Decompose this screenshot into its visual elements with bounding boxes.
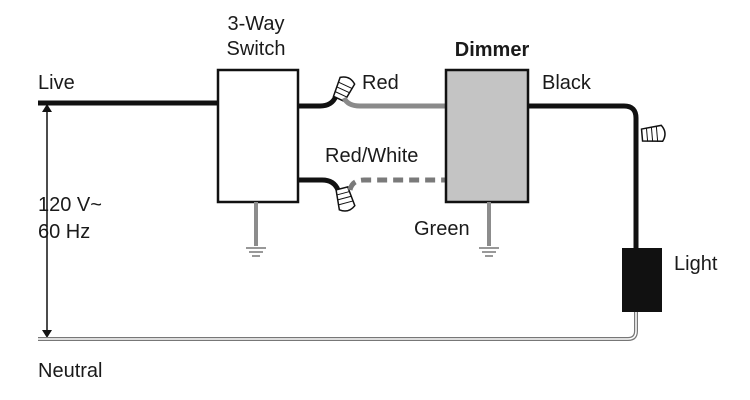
switch-traveler-top (298, 94, 339, 109)
red-white-wire (347, 177, 446, 191)
live-label: Live (38, 72, 75, 94)
switch-label-line1: 3-Way (227, 13, 284, 35)
switch-label-line2: Switch (227, 38, 286, 60)
neutral-wire (38, 312, 638, 341)
three-way-switch (216, 68, 300, 204)
switch-traveler-bottom (298, 177, 341, 192)
light-fixture (622, 248, 662, 312)
green-wire-label: Green (414, 218, 470, 240)
black-wire-label: Black (542, 72, 592, 94)
switch-ground-icon (246, 202, 266, 257)
frequency-label: 60 Hz (38, 221, 90, 243)
red-white-wire-label: Red/White (325, 145, 418, 167)
red-wire-label: Red (362, 72, 399, 94)
dimmer-box (444, 68, 530, 204)
black-wire (528, 103, 639, 250)
wire-nut-light-icon (640, 124, 666, 143)
voltage-label: 120 V~ (38, 194, 102, 216)
wire-nut-top-icon (332, 76, 356, 103)
dimmer-label: Dimmer (455, 39, 530, 61)
dimmer-ground-icon (479, 202, 499, 257)
light-label: Light (674, 253, 718, 275)
neutral-label: Neutral (38, 360, 102, 382)
voltage-arrow (42, 104, 52, 338)
red-wire (341, 96, 446, 109)
wire-nut-bottom-icon (335, 185, 356, 212)
